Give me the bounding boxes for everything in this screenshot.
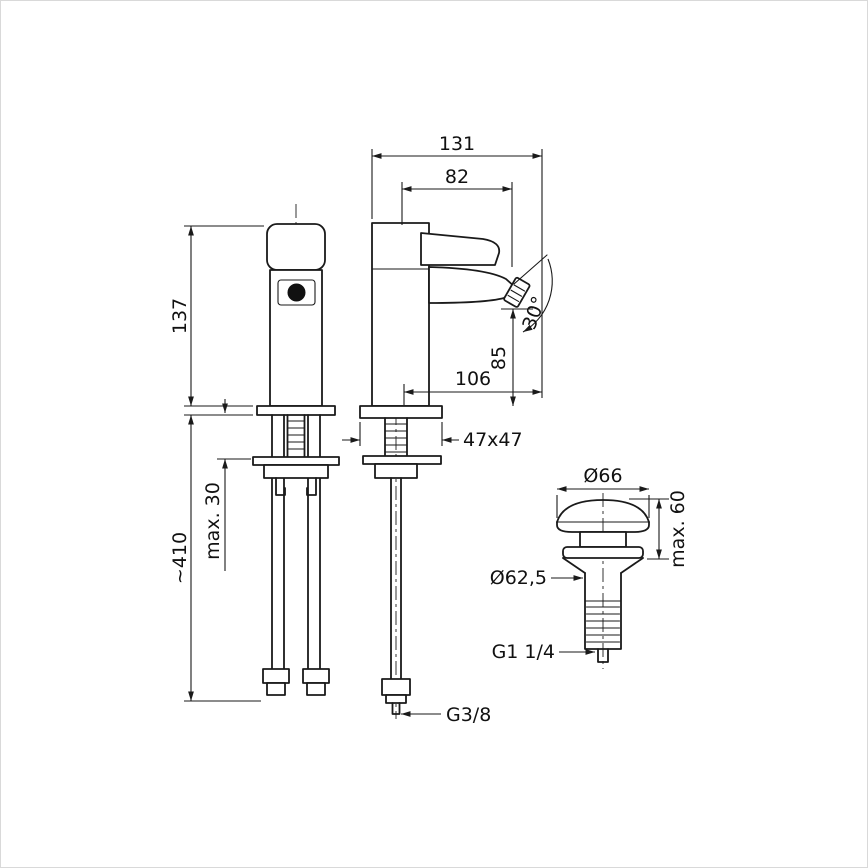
dim-hose-length: ~410: [169, 414, 261, 702]
dim-plug-max-height-label: max. 60: [667, 490, 689, 568]
lever-handle-side: [420, 232, 501, 266]
dim-plug-thread: G1 1/4: [492, 641, 595, 663]
dim-plug-thread-label: G1 1/4: [492, 641, 555, 663]
base-front: [256, 405, 336, 416]
dim-plug-max-height: max. 60: [629, 490, 689, 568]
plug-taper: [562, 557, 644, 574]
handle-front: [266, 223, 326, 271]
dim-spout-projection-label: 82: [445, 166, 469, 188]
dim-supply-connection-label: G3/8: [446, 704, 491, 726]
threaded-shank-front: [286, 414, 306, 458]
dim-outlet-height-label: 85: [488, 346, 510, 370]
base-side: [359, 405, 443, 419]
dim-plug-cap-diameter: Ø66: [556, 465, 650, 518]
dim-plug-flange-diameter-label: Ø62,5: [490, 567, 547, 589]
threaded-shank-side: [384, 417, 408, 457]
plug-body: [584, 572, 622, 650]
mounting-plate-side: [362, 455, 442, 465]
mounting-nut-front: [263, 464, 329, 479]
dim-max-mounting-thickness: max. 30: [202, 399, 251, 571]
plug-flange: [562, 546, 644, 559]
dim-supply-connection: G3/8: [401, 704, 491, 726]
plug-tail: [597, 648, 609, 663]
dim-max-mounting-thickness-label: max. 30: [202, 482, 224, 560]
dim-hose-length-label: ~410: [169, 532, 191, 584]
dim-aerator-reach: 106: [403, 368, 542, 405]
indicator-button: [287, 283, 306, 302]
pipe-end-fitting: [381, 678, 411, 715]
indicator-recess: [277, 279, 316, 306]
spout-side: [428, 266, 516, 304]
mounting-nut-side: [374, 463, 418, 479]
supply-hoses: [271, 414, 321, 670]
aerator: [503, 276, 531, 308]
waste-valve-view: [556, 493, 650, 669]
plug-stem: [579, 531, 627, 548]
dim-aerator-reach-label: 106: [455, 368, 491, 390]
dim-overall-depth: 131: [371, 133, 543, 398]
dim-outlet-height: 85: [488, 308, 533, 406]
faucet-front-view: [252, 204, 340, 696]
dim-spout-projection: 82: [401, 166, 513, 267]
faucet-side-view: [359, 222, 548, 719]
dim-plug-flange-diameter: Ø62,5: [490, 567, 583, 589]
mounting-hooks: [275, 477, 317, 496]
dim-base-footprint: 47x47: [342, 422, 523, 451]
dim-plug-cap-diameter-label: Ø66: [583, 465, 622, 487]
mounting-plate-front: [252, 456, 340, 466]
supply-pipe-side: [390, 477, 402, 680]
dim-body-height: 137: [169, 225, 264, 407]
dim-overall-depth-label: 131: [439, 133, 475, 155]
dim-body-height-label: 137: [169, 298, 191, 334]
hose-end-fittings: [262, 668, 330, 696]
dim-base-footprint-label: 47x47: [463, 429, 523, 451]
plug-cap-dome: [556, 499, 650, 523]
